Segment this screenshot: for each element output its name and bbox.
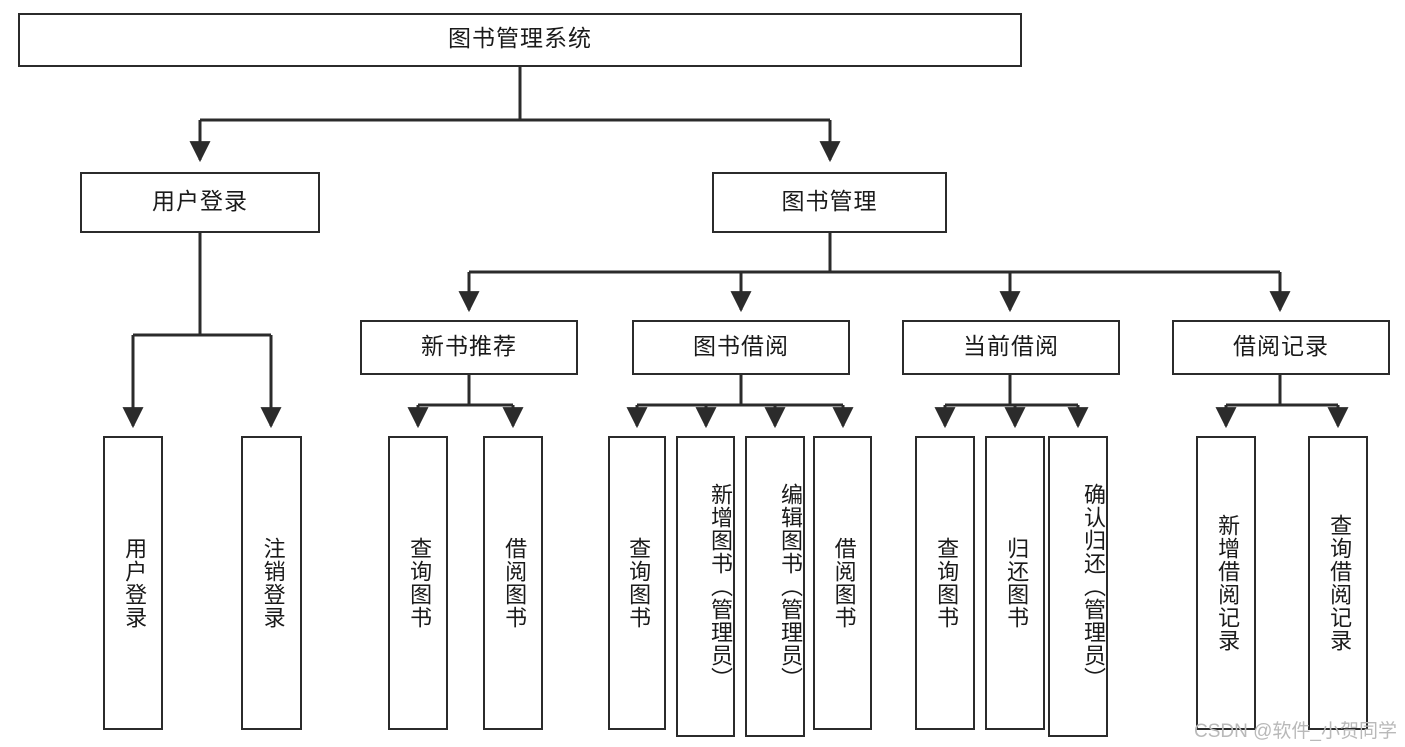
leaf-current-borrow-confirm-return-admin[interactable]: 确认归还（管理员） — [1048, 436, 1108, 737]
leaf-book-borrow-borrow-book[interactable]: 借阅图书 — [813, 436, 872, 730]
leaf-current-borrow-return-book[interactable]: 归还图书 — [985, 436, 1045, 730]
leaf-user-login-signout[interactable]: 注销登录 — [241, 436, 302, 730]
node-book-borrow[interactable]: 图书借阅 — [632, 320, 850, 375]
leaf-new-book-borrow-book[interactable]: 借阅图书 — [483, 436, 543, 730]
leaf-borrow-record-add-record[interactable]: 新增借阅记录 — [1196, 436, 1256, 730]
node-new-book-recommend[interactable]: 新书推荐 — [360, 320, 578, 375]
node-user-login[interactable]: 用户登录 — [80, 172, 320, 233]
node-book-management[interactable]: 图书管理 — [712, 172, 947, 233]
node-borrow-record[interactable]: 借阅记录 — [1172, 320, 1390, 375]
leaf-user-login-signin[interactable]: 用户登录 — [103, 436, 163, 730]
node-root-book-management-system[interactable]: 图书管理系统 — [18, 13, 1022, 67]
node-current-borrow[interactable]: 当前借阅 — [902, 320, 1120, 375]
leaf-new-book-query-book[interactable]: 查询图书 — [388, 436, 448, 730]
leaf-current-borrow-query-book[interactable]: 查询图书 — [915, 436, 975, 730]
leaf-book-borrow-query-book[interactable]: 查询图书 — [608, 436, 666, 730]
leaf-book-borrow-add-book-admin[interactable]: 新增图书（管理员） — [676, 436, 735, 737]
leaf-borrow-record-query-record[interactable]: 查询借阅记录 — [1308, 436, 1368, 730]
leaf-book-borrow-edit-book-admin[interactable]: 编辑图书（管理员） — [745, 436, 805, 737]
